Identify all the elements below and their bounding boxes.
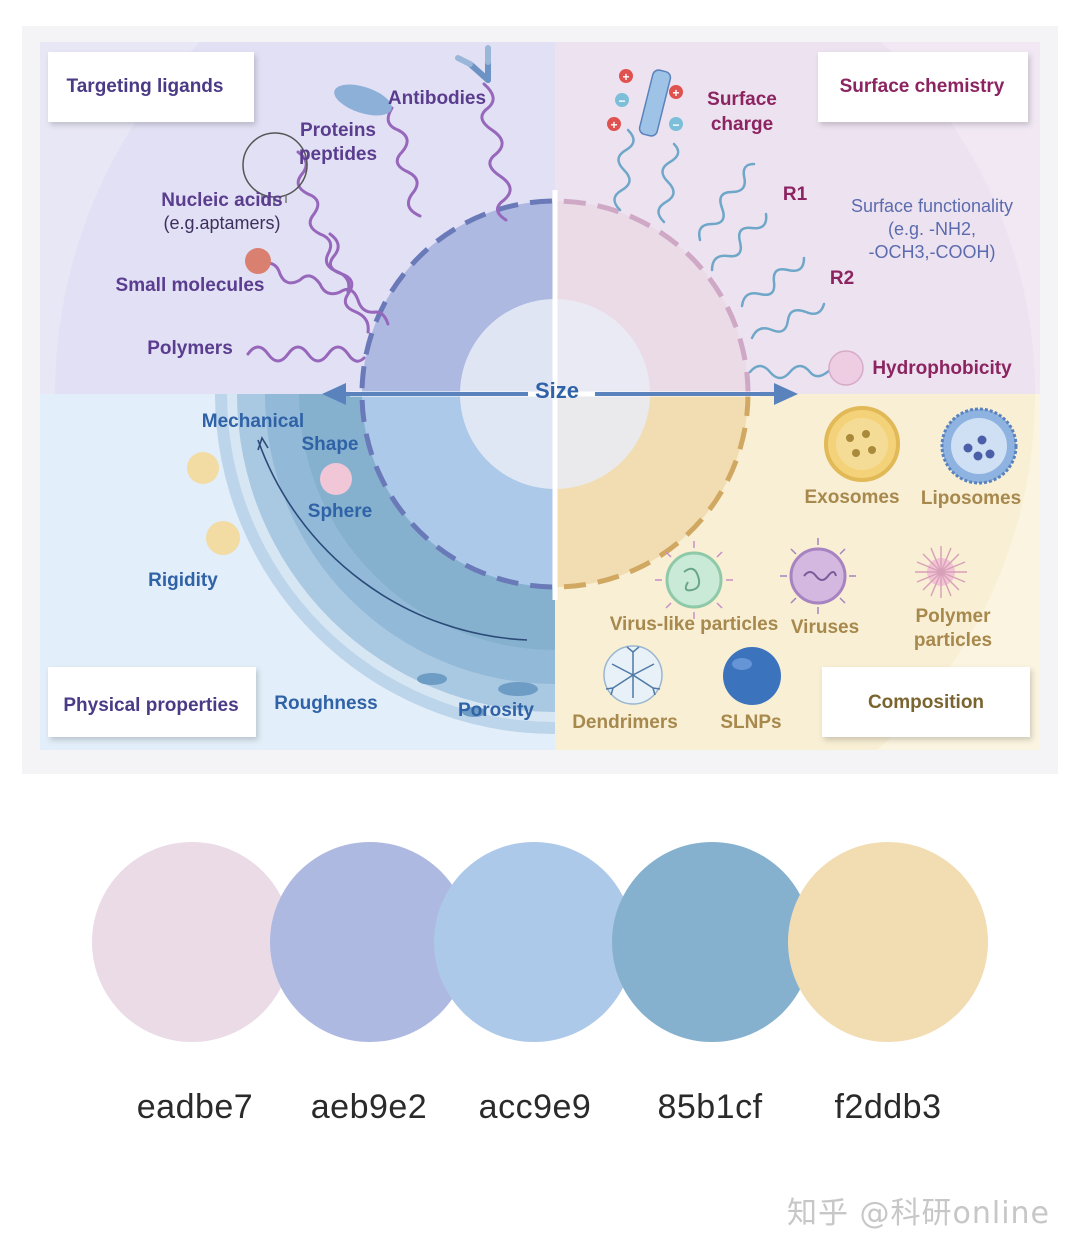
label-dendrimers: Dendrimers [572,712,678,733]
palette-swatch-f2ddb3 [788,842,988,1042]
label-porosity: Porosity [458,700,534,721]
label-functionality-example-1: (e.g. -NH2, [888,219,976,239]
label-mechanical: Mechanical [202,411,304,432]
title-composition: Composition [868,692,984,713]
exosome-icon [824,406,900,482]
small-molecule-icon [245,248,271,274]
title-physical-properties: Physical properties [63,695,238,716]
virus-like-particle-icon [655,541,733,619]
slnp-icon [723,647,781,705]
dendrimer-icon [603,645,663,705]
negative-charge-icon [615,93,629,107]
palette-hex-label: f2ddb3 [834,1088,942,1126]
positive-charge-sign: + [672,86,679,100]
palette-hex-label: eadbe7 [136,1088,254,1126]
surface-charge-rod-icon [638,69,672,137]
antibody-icon [455,45,491,83]
label-liposomes: Liposomes [921,488,1021,509]
label-exosomes: Exosomes [804,487,899,508]
label-sphere: Sphere [308,501,372,522]
label-slnps: SLNPs [720,712,781,733]
title-box-targeting: Targeting ligands [48,52,254,122]
palette-hex-label: acc9e9 [478,1088,592,1126]
rigid-particle-icon [206,521,240,555]
palette-hex-label: 85b1cf [657,1088,763,1126]
positive-charge-sign: + [622,70,629,84]
label-nucleic-acids: Nucleic acids [161,190,282,211]
palette-swatch-85b1cf [612,842,812,1042]
aptamer-loop-icon [242,132,308,198]
negative-charge-sign: − [672,118,679,132]
palette-swatch-eadbe7 [92,842,292,1042]
title-box-composition: Composition [822,667,1030,737]
rigid-particle-icon [187,452,219,484]
negative-charge-sign: − [618,94,625,108]
label-rigidity: Rigidity [148,570,218,591]
title-box-physical: Physical properties [48,667,256,737]
sphere-particle-icon [320,463,352,495]
label-virus-like-particles: Virus-like particles [610,614,779,635]
virus-icon [780,538,856,614]
surface-chains [613,128,834,380]
title-box-surface: Surface chemistry [818,52,1028,122]
nanoparticle-core [350,190,760,600]
ligand-chains [246,82,512,363]
label-hydrophobicity: Hydrophobicity [872,358,1012,379]
size-label: Size [535,378,579,403]
positive-charge-sign: + [610,118,617,132]
label-aptamers: (e.g.aptamers) [163,213,280,233]
label-viruses: Viruses [791,617,859,638]
title-targeting-ligands: Targeting ligands [67,76,224,97]
palette-swatch-acc9e9 [434,842,634,1042]
label-roughness: Roughness [274,693,377,714]
label-polymers: Polymers [147,338,233,359]
label-polymer: Polymer [916,606,992,627]
label-antibodies: Antibodies [388,88,486,109]
size-arrow [322,383,798,405]
label-r1: R1 [783,184,808,205]
color-palette [0,820,1080,1060]
label-functionality-example-2: -OCH3,-COOH) [869,242,996,262]
watermark: 知乎 @科研online [786,1196,1050,1231]
label-peptides: peptides [299,144,377,165]
hydrophobic-bead-icon [828,350,864,386]
positive-charge-icon [607,117,621,131]
label-proteins: Proteins [300,120,376,141]
label-shape: Shape [301,434,358,455]
label-charge: charge [711,114,773,135]
negative-charge-icon [669,117,683,131]
nanoparticle-properties-diagram: Size Antibodies Proteins peptides Nuclei… [22,26,1058,774]
label-particles: particles [914,630,992,651]
protein-icon [334,84,392,116]
label-surface-functionality: Surface functionality [851,196,1013,216]
label-surface: Surface [707,89,777,110]
liposome-icon [940,407,1018,485]
polymer-particle-icon [915,546,967,598]
label-r2: R2 [830,268,854,289]
aptamer-stem-icon [261,195,287,206]
palette-hex-label: aeb9e2 [310,1088,428,1126]
label-small-molecules: Small molecules [116,275,265,296]
positive-charge-icon [619,69,633,83]
title-surface-chemistry: Surface chemistry [840,76,1005,97]
positive-charge-icon [669,85,683,99]
